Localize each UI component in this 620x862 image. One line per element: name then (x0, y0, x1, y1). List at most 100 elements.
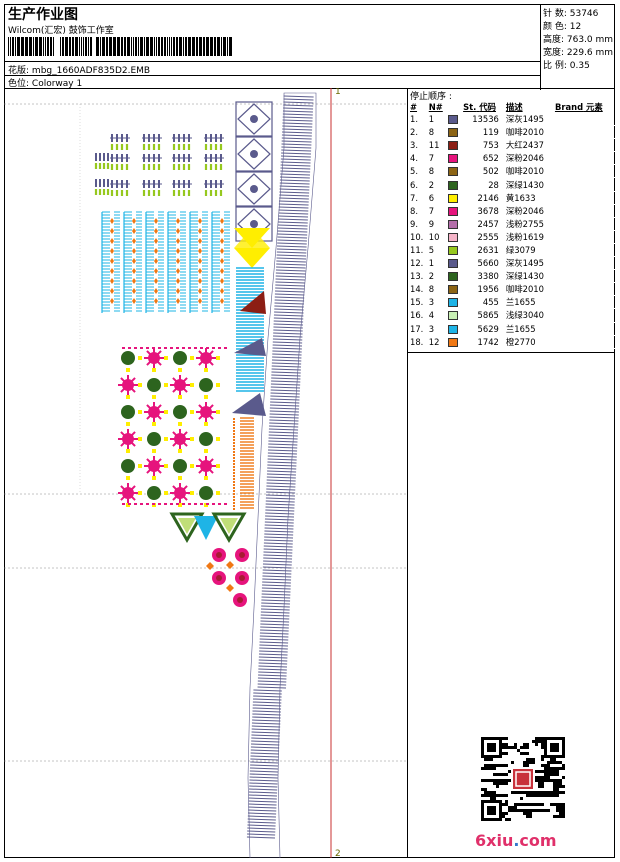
color-swatch (448, 219, 459, 229)
row-num: 12. (410, 258, 424, 269)
row-num: 17. (410, 323, 424, 334)
row-desc: 深绿1430 (505, 179, 544, 190)
row-num: 1. (410, 114, 418, 125)
row-needle: 9 (428, 218, 435, 229)
row-num: 14. (410, 284, 424, 295)
row-swatch (447, 230, 462, 243)
color-swatch (448, 193, 459, 203)
row-stitches: 3380 (477, 271, 499, 282)
row-swatch (447, 217, 462, 230)
row-num: 6. (410, 179, 418, 190)
row-stitches: 5629 (477, 323, 499, 334)
page-title: 生产作业图 (8, 7, 78, 23)
row-stitches: 502 (482, 166, 499, 177)
row-brand (554, 309, 615, 322)
design-name: 花版: mbg_1660ADF835D2.EMB (8, 63, 150, 76)
col-swatch (447, 101, 462, 113)
row-swatch (447, 126, 462, 139)
row-brand (554, 270, 615, 283)
row-stitches: 5660 (477, 258, 499, 269)
row-swatch (447, 139, 462, 152)
row-brand (554, 178, 615, 191)
row-swatch (447, 322, 462, 335)
row-swatch (447, 204, 462, 217)
row-stitches: 13536 (472, 114, 499, 125)
row-stitches: 119 (482, 127, 499, 138)
row-num: 8. (410, 205, 418, 216)
row-desc: 咖啡2010 (505, 284, 544, 295)
row-swatch (447, 335, 462, 348)
row-num: 13. (410, 271, 424, 282)
color-swatch (448, 141, 459, 151)
color-swatch (448, 259, 459, 269)
row-brand (554, 283, 615, 296)
row-needle: 12 (428, 336, 440, 347)
row-desc: 咖啡2010 (505, 166, 544, 177)
stop-sequence-title: 停止顺序 : (410, 92, 452, 102)
row-num: 2. (410, 127, 418, 138)
row-num: 11. (410, 244, 424, 255)
row-swatch (447, 152, 462, 165)
site-logo: 6xiu.com (475, 831, 557, 850)
row-desc: 深粉2046 (505, 205, 544, 216)
row-brand (554, 204, 615, 217)
color-swatch (448, 324, 459, 334)
color-swatch (448, 337, 459, 347)
info-colors: 颜 色: 12 (543, 22, 582, 32)
row-needle: 4 (428, 310, 435, 321)
row-desc: 浅粉1619 (505, 231, 544, 242)
color-swatch (448, 115, 459, 125)
row-stitches: 1956 (477, 284, 499, 295)
row-needle: 7 (428, 153, 435, 164)
header-bottom-border (4, 88, 615, 89)
row-num: 4. (410, 153, 418, 164)
row-swatch (447, 113, 462, 126)
row-stitches: 455 (482, 297, 499, 308)
row-brand (554, 126, 615, 139)
row-swatch (447, 178, 462, 191)
row-desc: 深粉2046 (505, 153, 544, 164)
info-width: 宽度: 229.6 mm (543, 48, 614, 58)
row-brand (554, 296, 615, 309)
table-row: 14. 8 1956 咖啡2010 (409, 283, 615, 296)
row-num: 16. (410, 310, 424, 321)
row-num: 7. (410, 192, 418, 203)
row-needle: 8 (428, 284, 435, 295)
row-needle: 8 (428, 166, 435, 177)
row-brand (554, 113, 615, 126)
info-stitches: 针 数: 53746 (543, 9, 599, 19)
row-desc: 浅绿3040 (505, 310, 544, 321)
color-swatch (448, 206, 459, 216)
colorway-value: Colorway 1 (31, 79, 83, 89)
col-num: # (410, 102, 418, 112)
row-stitches: 3678 (477, 205, 499, 216)
row-needle: 10 (428, 231, 440, 242)
row-num: 5. (410, 166, 418, 177)
row-needle: 5 (428, 244, 435, 255)
row-desc: 大红2437 (505, 140, 544, 151)
marker-bottom: 2 (335, 849, 341, 858)
header-divider (4, 61, 541, 62)
row-brand (554, 243, 615, 256)
embroidery-preview: 12 (4, 87, 408, 859)
row-stitches: 652 (482, 153, 499, 164)
row-needle: 3 (428, 323, 435, 334)
colorway: 色位: Colorway 1 (8, 76, 82, 89)
row-needle: 6 (428, 192, 435, 203)
row-stitches: 2631 (477, 244, 499, 255)
col-desc: 描述 (505, 102, 523, 112)
color-swatch (448, 285, 459, 295)
row-swatch (447, 270, 462, 283)
design-label: 花版: (8, 66, 30, 76)
color-swatch (448, 180, 459, 190)
